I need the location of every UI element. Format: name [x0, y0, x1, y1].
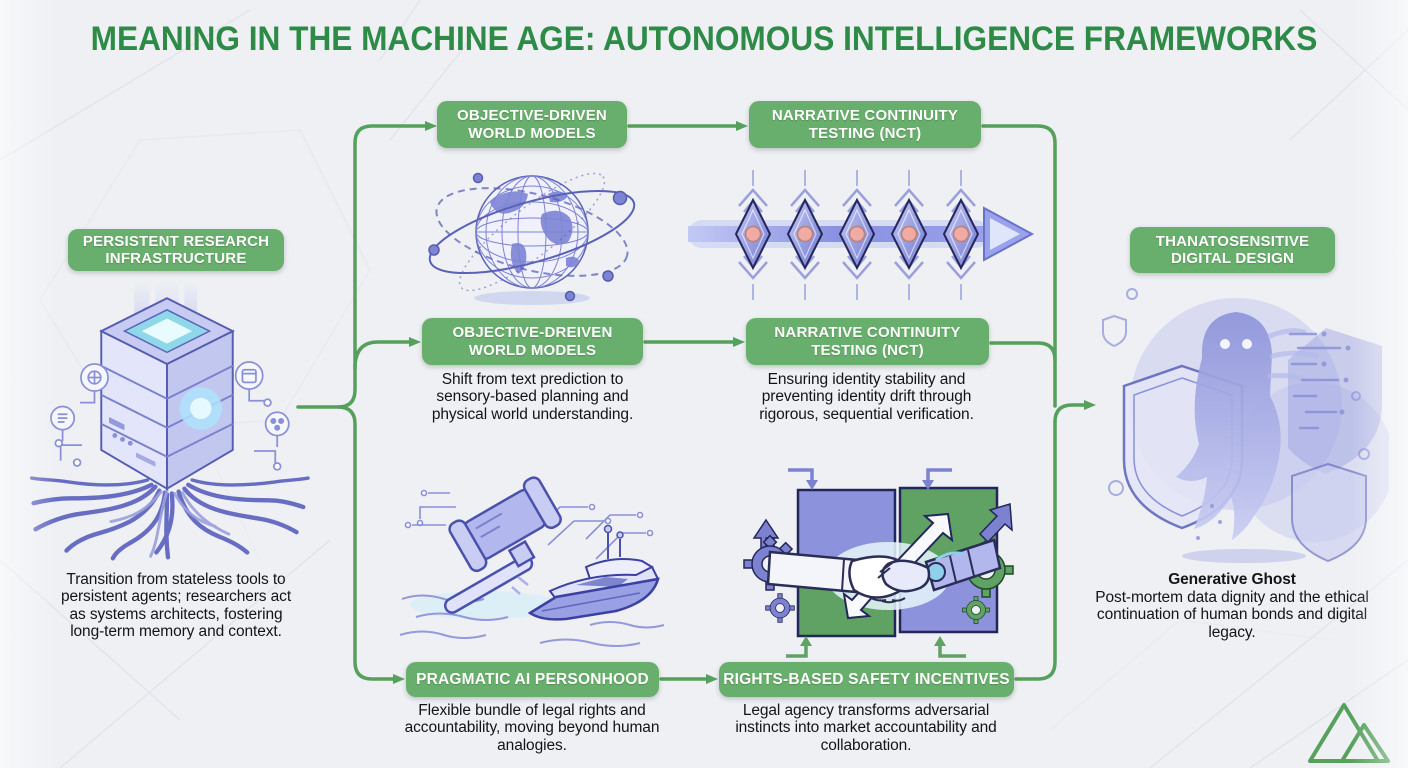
ghost-shields-illustration [1102, 288, 1389, 563]
connector-merge-to-ghost [1053, 400, 1096, 424]
page-title: MEANING IN THE MACHINE AGE: AUTONOMOUS I… [90, 20, 1318, 58]
connector-left-to-top [296, 121, 437, 409]
world-models-description: Shift from text prediction to sensory-ba… [431, 371, 634, 423]
server-roots-illustration [29, 280, 310, 561]
node-narrative-continuity-testing-top: NARRATIVE CONTINUITY TESTING (NCT) [749, 101, 981, 148]
node-thanatosensitive-digital-design: THANATOSENSITIVE DIGITAL DESIGN [1130, 227, 1335, 273]
node-narrative-continuity-testing: NARRATIVE CONTINUITY TESTING (NCT) [746, 318, 989, 365]
narrative-continuity-description: Ensuring identity stability and preventi… [759, 371, 974, 423]
node-objective-driven-world-models: OBJECTIVE-DREIVEN WORLD MODELS [422, 318, 643, 365]
rights-based-safety-description: Legal agency transforms adversarial inst… [735, 702, 997, 754]
connector-left-to-bottom [336, 405, 405, 684]
node-persistent-research-infrastructure: PERSISTENT RESEARCH INFRASTRUCTURE [68, 229, 284, 271]
persistent-research-description: Transition from stateless tools to persi… [60, 571, 292, 641]
diamond-timeline-illustration [688, 170, 1035, 300]
connector-left-to-middle [353, 337, 421, 370]
gavel-yacht-illustration [399, 476, 665, 647]
connector-nctmid-to-merge [989, 341, 1057, 362]
generative-ghost-heading: Generative Ghost [1168, 571, 1296, 588]
node-pragmatic-ai-personhood: PRAGMATIC AI PERSONHOOD [406, 662, 659, 697]
thanatosensitive-description: Post-mortem data dignity and the ethical… [1095, 589, 1369, 641]
pragmatic-personhood-description: Flexible bundle of legal rights and acco… [404, 702, 660, 754]
globe-orbits-illustration [428, 172, 636, 305]
node-objective-driven-world-models-top: OBJECTIVE-DRIVEN WORLD MODELS [437, 101, 627, 148]
node-rights-based-safety-incentives: RIGHTS-BASED SAFETY INCENTIVES [719, 662, 1014, 697]
handshake-illustration [743, 468, 1014, 658]
mountain-logo-icon [1308, 703, 1390, 763]
